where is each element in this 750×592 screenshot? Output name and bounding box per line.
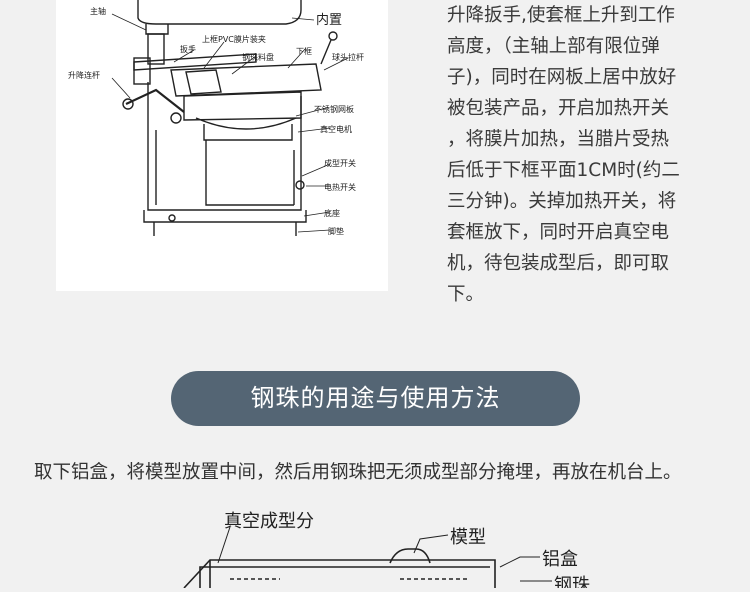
label-stainless-mesh: 不锈钢网板: [314, 104, 354, 114]
label-lower-frame: 下框: [296, 46, 312, 56]
label-model: 模型: [450, 527, 486, 548]
description-line: 下。: [447, 284, 485, 305]
label-upper-frame-clip: 上框PVC膜片装夹: [202, 34, 266, 44]
description-line: 套框放下，同时开启真空电: [447, 222, 670, 243]
label-steel-ball-box: 钢珠料盘: [242, 52, 274, 62]
label-base: 底座: [324, 208, 340, 218]
description-line: 后低于下框平面1CM时(约二: [447, 160, 680, 181]
label-heat-switch: 电热开关: [324, 182, 356, 192]
label-vacuum-part: 真空成型分: [224, 511, 314, 532]
tray-diagram: 真空成型分 模型 铝盒 钢珠: [160, 505, 620, 592]
intro-text: 取下铝盒，将模型放置中间，然后用钢珠把无须成型部分掩埋，再放在机台上。: [34, 462, 682, 483]
description-line: 被包装产品，开启加热开关: [447, 98, 670, 119]
description-line: ，将膜片加热，当腊片受热: [447, 129, 670, 150]
description-line: 升降扳手,使套框上升到工作: [447, 5, 675, 26]
description-text: 升降扳手,使套框上升到工作 高度，（主轴上部有限位弹 子)，同时在网板上居中放好…: [447, 0, 707, 310]
label-foot-pad: 脚垫: [328, 226, 344, 236]
description-line: 机，待包装成型后，即可取: [447, 253, 670, 274]
label-vacuum-motor: 真空电机: [320, 124, 352, 134]
machine-diagram: 主轴 内置 扳手 上框PVC膜片装夹 钢珠料盘 下框 球头拉杆 升降连杆 不锈钢…: [56, 0, 388, 291]
description-line: 高度，（主轴上部有限位弹: [447, 36, 660, 57]
label-steel-ball: 钢珠: [554, 575, 590, 588]
label-lift-rod: 升降连杆: [68, 70, 100, 80]
description-line: 子)，同时在网板上居中放好: [447, 67, 677, 88]
label-built-in: 内置: [316, 12, 342, 28]
section-title: 钢珠的用途与使用方法: [171, 371, 580, 426]
tray-drawing: 真空成型分 模型 铝盒 钢珠: [183, 511, 590, 592]
label-aluminum-box: 铝盒: [542, 549, 578, 570]
machine-drawing: 主轴 内置 扳手 上框PVC膜片装夹 钢珠料盘 下框 球头拉杆 升降连杆 不锈钢…: [68, 0, 364, 236]
label-forming-switch: 成型开关: [324, 158, 356, 168]
label-handle: 扳手: [180, 44, 196, 54]
label-main-shaft: 主轴: [90, 6, 106, 16]
description-line: 三分钟)。关掉加热开关，将: [447, 191, 677, 212]
label-ball-rod: 球头拉杆: [332, 52, 364, 62]
